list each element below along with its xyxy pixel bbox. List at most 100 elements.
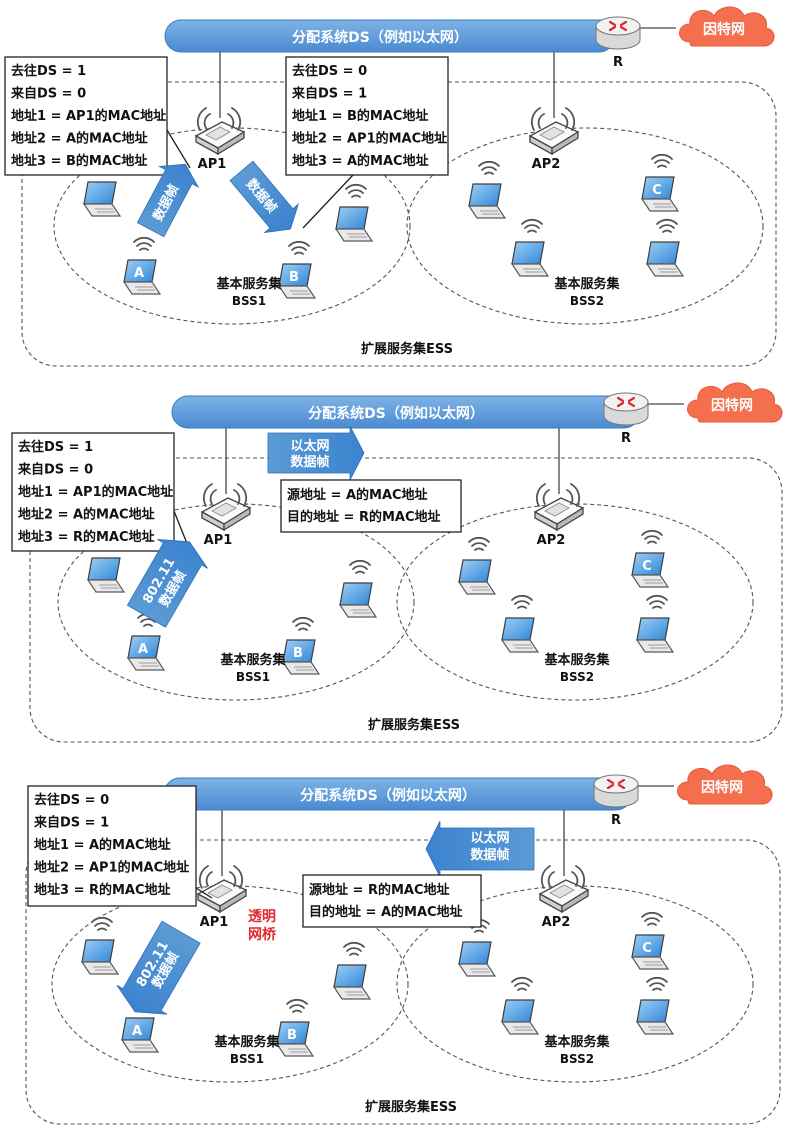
- bss1-label: BSS1: [236, 670, 270, 684]
- ap2-label: AP2: [537, 533, 566, 548]
- internet-cloud: 因特网: [679, 6, 775, 47]
- router-label: R: [611, 813, 621, 828]
- station-c: C: [631, 529, 669, 588]
- internet-label: 因特网: [701, 779, 743, 796]
- internet-cloud: 因特网: [687, 382, 783, 423]
- distribution-system-bus: 分配系统DS（例如以太网）: [164, 19, 616, 53]
- bss1-boundary: [53, 127, 411, 325]
- station-b: B: [282, 616, 320, 675]
- address-line: 地址3 = R的MAC地址: [34, 882, 171, 898]
- station-laptop: [468, 160, 506, 219]
- station-label: B: [293, 646, 303, 661]
- router-icon: [602, 391, 650, 427]
- station-label: A: [134, 266, 144, 281]
- wifi-frame-arrow: [116, 920, 201, 1015]
- router-icon: [594, 15, 642, 51]
- bss1-title: 基本服务集: [215, 276, 282, 292]
- station-laptop: [81, 916, 119, 975]
- address-line: 目的地址 = A的MAC地址: [309, 904, 463, 920]
- address-line: 去往DS = 0: [292, 63, 367, 79]
- distribution-system-bus: 分配系统DS（例如以太网）: [171, 395, 641, 429]
- arrow-label: 以太网: [470, 830, 509, 846]
- address-line: 来自DS = 1: [33, 815, 109, 831]
- internet-cloud: 因特网: [677, 764, 773, 805]
- address-line: 来自DS = 0: [10, 86, 86, 102]
- ap1-label: AP1: [204, 533, 233, 548]
- address-line: 地址3 = B的MAC地址: [11, 153, 147, 169]
- ap1-label: AP1: [200, 915, 229, 930]
- bss2-title: 基本服务集: [543, 1034, 610, 1050]
- station-laptop: [636, 594, 674, 653]
- distribution-system-bus: 分配系统DS（例如以太网）: [163, 777, 633, 811]
- bss2-title: 基本服务集: [553, 276, 620, 292]
- ds-label: 分配系统DS（例如以太网）: [300, 787, 476, 804]
- address-line: 源地址 = R的MAC地址: [309, 882, 450, 898]
- bss1-title: 基本服务集: [219, 652, 286, 668]
- station-laptop: [339, 559, 377, 618]
- ess-label: 扩展服务集ESS: [365, 1099, 457, 1115]
- bss2-label: BSS2: [560, 1052, 594, 1066]
- station-label: B: [287, 1028, 297, 1043]
- station-b: B: [276, 998, 314, 1057]
- station-laptop: [458, 536, 496, 595]
- station-b: B: [278, 240, 316, 299]
- address-line: 去往DS = 1: [11, 63, 86, 79]
- station-laptop: [511, 218, 549, 277]
- data-frame-arrow-to-ap: 数据帧: [136, 163, 200, 238]
- address-line: 地址2 = AP1的MAC地址: [34, 860, 189, 876]
- ess-boundary: [25, 839, 781, 1125]
- address-line: 地址3 = R的MAC地址: [18, 529, 155, 545]
- address-line: 源地址 = A的MAC地址: [287, 487, 428, 503]
- bss2-boundary: [396, 885, 754, 1083]
- address-line: 地址1 = AP1的MAC地址: [11, 108, 166, 124]
- address-line: 地址2 = A的MAC地址: [18, 507, 155, 523]
- ethernet-frame-arrow: [425, 820, 535, 878]
- internet-label: 因特网: [703, 21, 745, 38]
- station-c: C: [631, 911, 669, 970]
- address-line: 来自DS = 1: [291, 86, 367, 102]
- ess-label: 扩展服务集ESS: [368, 717, 460, 733]
- station-laptop: [501, 594, 539, 653]
- bss1-boundary: [57, 503, 415, 701]
- router-label: R: [621, 431, 631, 446]
- ds-label: 分配系统DS（例如以太网）: [292, 29, 468, 46]
- station-laptop: [335, 183, 373, 242]
- bss2-label: BSS2: [570, 294, 604, 308]
- station-label: C: [642, 559, 652, 574]
- router-label: R: [613, 55, 623, 70]
- transparent-bridge-label: 网桥: [248, 926, 277, 943]
- address-line: 地址3 = A的MAC地址: [292, 153, 429, 169]
- bss2-label: BSS2: [560, 670, 594, 684]
- station-label: B: [289, 270, 299, 285]
- address-line: 目的地址 = R的MAC地址: [287, 509, 441, 525]
- bss1-title: 基本服务集: [213, 1034, 280, 1050]
- station-a: A: [121, 994, 159, 1053]
- station-label: A: [138, 642, 148, 657]
- bss1-label: BSS1: [230, 1052, 264, 1066]
- station-a: A: [123, 236, 161, 295]
- bss2-title: 基本服务集: [543, 652, 610, 668]
- station-laptop: [636, 976, 674, 1035]
- arrow-label: 数据帧: [470, 847, 509, 863]
- router-icon: [592, 773, 640, 809]
- address-line: 地址2 = AP1的MAC地址: [292, 131, 447, 147]
- station-laptop: [458, 918, 496, 977]
- ap1-label: AP1: [198, 157, 227, 172]
- station-label: A: [132, 1024, 142, 1039]
- internet-label: 因特网: [711, 397, 753, 414]
- arrow-label: 以太网: [290, 438, 329, 454]
- bss2-boundary: [406, 127, 764, 325]
- ap2-label: AP2: [532, 157, 561, 172]
- station-label: C: [652, 183, 662, 198]
- ess-label: 扩展服务集ESS: [361, 341, 453, 357]
